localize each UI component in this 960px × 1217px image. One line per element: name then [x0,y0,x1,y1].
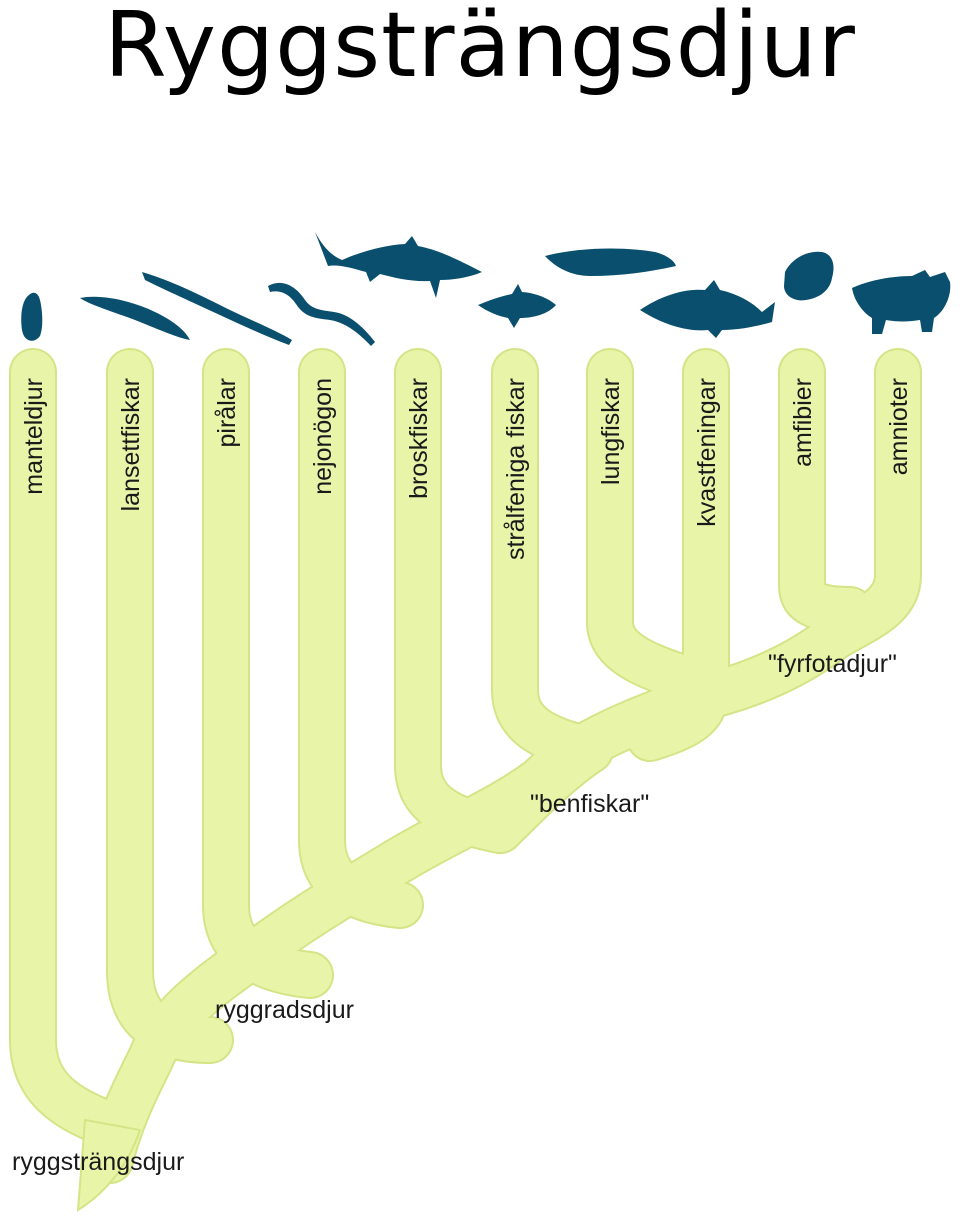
taxon-label: amnioter [885,378,913,475]
silhouettes [21,232,951,346]
taxon-label: broskfiskar [405,378,433,499]
ray-finned-fish-icon [478,284,556,328]
page-title: Ryggsträngsdjur [104,0,856,98]
taxon-label: amfibier [789,378,817,467]
taxon-label: manteldjur [20,378,48,495]
clade-label-tetrapods: "fyrfotadjur" [768,650,897,678]
taxon-label: kvastfeningar [693,378,721,527]
taxon-label: strålfeniga fiskar [502,378,530,560]
shark-icon [315,232,482,298]
taxon-label: lansettfiskar [117,378,145,511]
taxon-label: lungfiskar [597,378,625,485]
branch-6 [588,350,712,702]
lancelet-icon [80,296,190,340]
frog-icon [784,251,834,301]
branch-0 [11,350,132,1147]
tunicate-icon [21,292,43,341]
clade-label-chordates: ryggsträngsdjur [12,1148,184,1176]
tree-branches [11,350,920,1212]
tree-root [76,1118,142,1212]
lamprey-icon [268,282,375,346]
hagfish-icon [142,272,292,345]
cat-icon [852,270,951,334]
lungfish-icon [545,248,676,276]
coelacanth-icon [640,280,775,338]
branch-11 [628,668,728,760]
taxon-label: pirålar [213,378,241,447]
taxon-labels: manteldjur lansettfiskar pirålar nejonögon b… [20,378,913,560]
clade-label-vertebrates: ryggradsdjur [215,996,354,1024]
branch-12 [478,728,612,852]
branch-2 [204,350,332,997]
clade-label-bony-fish: "benfiskar" [530,790,649,818]
taxon-label: nejonögon [309,378,337,495]
